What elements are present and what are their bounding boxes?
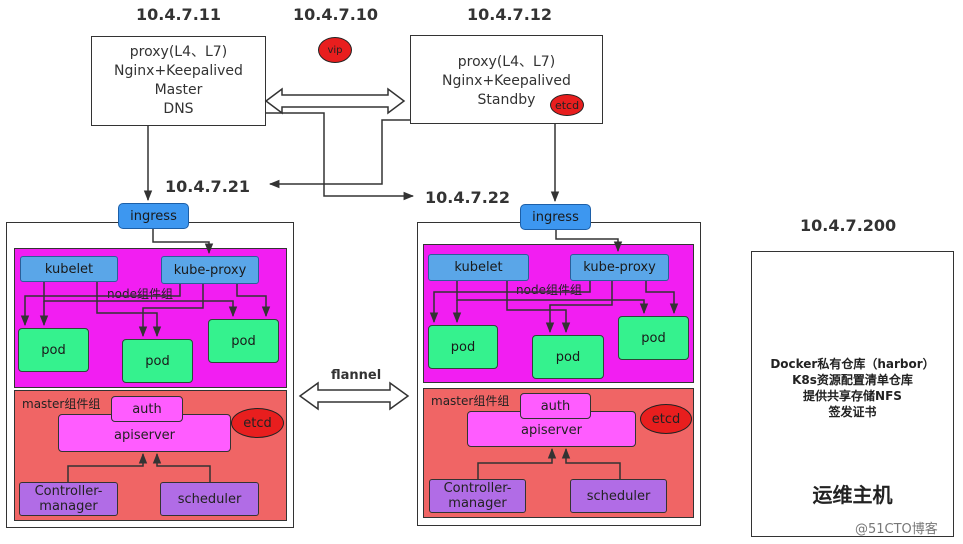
ip-proxy-standby: 10.4.7.12 <box>467 5 553 24</box>
proxy-master-line2: Nginx+Keepalived <box>114 63 243 79</box>
node2-controller-manager: Controller-manager <box>429 479 526 513</box>
proxy-standby-line3: Standby <box>477 92 536 108</box>
proxy-master-line4: DNS <box>163 101 194 117</box>
ops-host-title: 运维主机 <box>812 483 893 507</box>
node1-etcd: etcd <box>231 408 284 438</box>
node1-master-group-label: master组件组 <box>22 397 101 411</box>
node1-auth: auth <box>111 396 183 422</box>
proxy-master-line3: Master <box>154 82 203 98</box>
ip-ops-host: 10.4.7.200 <box>800 216 897 235</box>
node2-node-group-label: node组件组 <box>516 283 582 297</box>
ip-node2: 10.4.7.22 <box>425 188 511 207</box>
node1-node-group-label: node组件组 <box>107 287 173 301</box>
node1-kube-proxy: kube-proxy <box>161 256 259 284</box>
master-to-node2-arrow <box>266 112 415 201</box>
flannel-double-arrow <box>298 381 410 411</box>
node2-master-group-label: master组件组 <box>431 394 510 408</box>
standby-to-node1-arrow <box>268 119 410 189</box>
vip-badge: vip <box>318 37 352 63</box>
ops-host-box: Docker私有仓库（harbor） K8s资源配置清单仓库 提供共享存储NFS… <box>751 251 954 537</box>
node2-scheduler: scheduler <box>570 479 667 513</box>
standby-etcd-badge: etcd <box>550 94 584 116</box>
node1-controller-manager: Controller-manager <box>19 482 118 516</box>
proxy-standby-line1: proxy(L4、L7) <box>457 54 556 70</box>
node2-ingress: ingress <box>520 204 591 230</box>
node2-pod-2: pod <box>532 335 604 379</box>
proxy-standby-line2: Nginx+Keepalived <box>442 73 571 89</box>
watermark: @51CTO博客 <box>855 522 938 537</box>
flannel-label: flannel <box>331 368 382 383</box>
proxy-standby-box: proxy(L4、L7) Nginx+Keepalived Standby et… <box>410 35 603 124</box>
ip-proxy-master: 10.4.7.11 <box>136 5 222 24</box>
node2-kubelet: kubelet <box>428 254 529 281</box>
node2-pod-3: pod <box>618 316 689 360</box>
node1-ingress: ingress <box>118 203 189 229</box>
proxy-master-box: proxy(L4、L7) Nginx+Keepalived Master DNS <box>91 36 266 126</box>
node1-pod-2: pod <box>122 339 193 383</box>
ip-vip: 10.4.7.10 <box>293 5 379 24</box>
node2-etcd: etcd <box>640 404 692 434</box>
keepalived-double-arrow <box>264 87 406 115</box>
ops-line-nfs: 提供共享存储NFS <box>803 389 902 403</box>
ops-line-harbor: Docker私有仓库（harbor） <box>770 357 935 371</box>
node2-pod-1: pod <box>428 325 498 369</box>
node1-pod-3: pod <box>208 319 279 363</box>
node1-pod-1: pod <box>18 328 89 372</box>
proxy-master-line1: proxy(L4、L7) <box>129 44 228 60</box>
ops-line-certs: 签发证书 <box>828 405 877 419</box>
node2-kube-proxy: kube-proxy <box>570 254 669 281</box>
ops-line-manifests: K8s资源配置清单仓库 <box>792 373 913 387</box>
node2-auth: auth <box>520 393 591 419</box>
node1-kubelet: kubelet <box>20 256 118 282</box>
node1-scheduler: scheduler <box>160 482 259 516</box>
ip-node1: 10.4.7.21 <box>165 177 251 196</box>
